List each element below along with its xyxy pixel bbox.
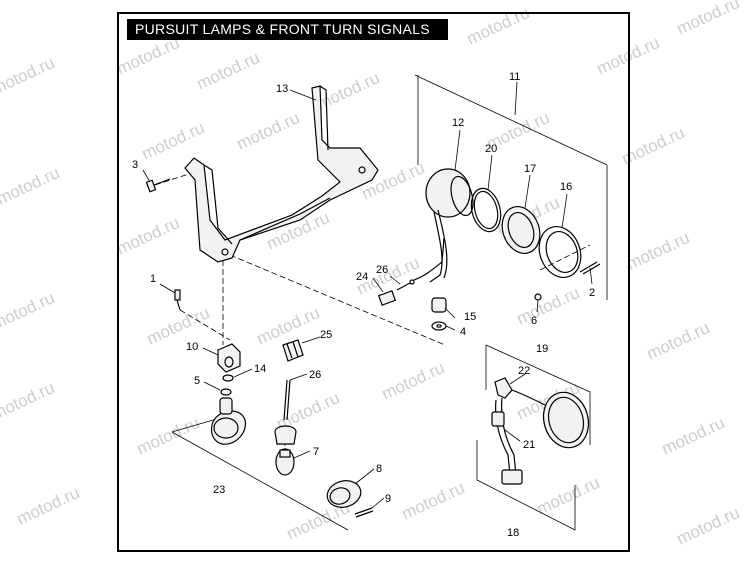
callout-3: 3 <box>132 159 138 171</box>
screw-part-2 <box>579 261 601 275</box>
callout-7: 7 <box>313 446 319 458</box>
callout-2: 2 <box>589 287 595 299</box>
mounting-bracket-part-13 <box>184 85 379 263</box>
callout-18: 18 <box>507 527 519 539</box>
callout-20: 20 <box>485 143 497 155</box>
bulb-socket <box>274 425 297 445</box>
screw-part-1 <box>174 289 181 311</box>
callout-14: 14 <box>254 363 266 375</box>
spacer-part-15 <box>431 297 447 313</box>
lamp-housing-part-12 <box>425 168 474 283</box>
terminal-part-26-lower <box>283 379 291 421</box>
callout-4: 4 <box>460 326 466 338</box>
watermark-text: motod.ru <box>624 228 693 274</box>
callout-12: 12 <box>452 117 464 129</box>
callout-8: 8 <box>376 463 382 475</box>
callout-23: 23 <box>213 484 225 496</box>
connector-part-25 <box>282 339 304 362</box>
watermark-text: motod.ru <box>14 483 83 529</box>
callout-25: 25 <box>320 329 332 341</box>
callout-16: 16 <box>560 181 572 193</box>
callout-19: 19 <box>536 343 548 355</box>
turn-signal-lens-part-8 <box>326 480 362 508</box>
group-outline-23 <box>171 417 349 531</box>
watermark-text: motod.ru <box>0 288 57 334</box>
callout-13: 13 <box>276 83 288 95</box>
terminal-part-26-top <box>396 279 415 291</box>
alignment-line <box>539 244 591 271</box>
group-outline-11 <box>414 74 608 300</box>
alignment-line <box>154 171 196 186</box>
watermark-text: motod.ru <box>0 53 57 99</box>
nut-part-5 <box>220 388 232 396</box>
clamp-part-10 <box>217 343 241 373</box>
callout-21: 21 <box>523 439 535 451</box>
lamp-bezel-part-16 <box>538 226 582 278</box>
watermark-text: motod.ru <box>674 503 743 549</box>
callout-1: 1 <box>150 273 156 285</box>
lamp-ring-inner <box>473 190 499 230</box>
callout-labels: 13 3 1 11 12 20 17 16 2 6 15 4 24 26 25 … <box>132 71 595 539</box>
watermark-text: motod.ru <box>0 378 57 424</box>
group-outline-19-18 <box>476 344 591 531</box>
callout-11: 11 <box>509 71 520 83</box>
washer-hole <box>436 324 442 328</box>
nut-part-14 <box>222 374 234 382</box>
bulb-part-7 <box>275 448 295 476</box>
bolt-part-3 <box>145 178 171 193</box>
callout-17: 17 <box>524 163 536 175</box>
callout-22: 22 <box>518 365 530 377</box>
connector-part-24 <box>377 290 397 306</box>
callout-24: 24 <box>356 271 368 283</box>
watermark-text: motod.ru <box>644 318 713 364</box>
lamp-assembly-part-19 <box>491 377 590 485</box>
lamp-wire <box>413 237 445 281</box>
watermark-text: motod.ru <box>0 163 62 209</box>
lamp-ring-part-20 <box>470 187 502 233</box>
callout-6: 6 <box>531 315 537 327</box>
watermark-text: motod.ru <box>659 413 728 459</box>
diagram-frame <box>117 12 630 552</box>
callout-9: 9 <box>385 493 391 505</box>
screw-part-9 <box>354 507 374 518</box>
diagram-title: PURSUIT LAMPS & FRONT TURN SIGNALS <box>127 19 448 40</box>
callout-26-top: 26 <box>376 264 388 276</box>
leader-lines <box>142 81 593 509</box>
callout-15: 15 <box>464 311 476 323</box>
callout-10: 10 <box>186 341 198 353</box>
alignment-line <box>179 309 231 341</box>
callout-26-lower: 26 <box>309 369 321 381</box>
callout-5: 5 <box>194 375 200 387</box>
watermark-text: motod.ru <box>674 0 743 39</box>
alignment-line <box>229 254 446 346</box>
lamp-lens-part-17 <box>501 206 541 254</box>
turn-signal-housing-left <box>210 397 247 445</box>
